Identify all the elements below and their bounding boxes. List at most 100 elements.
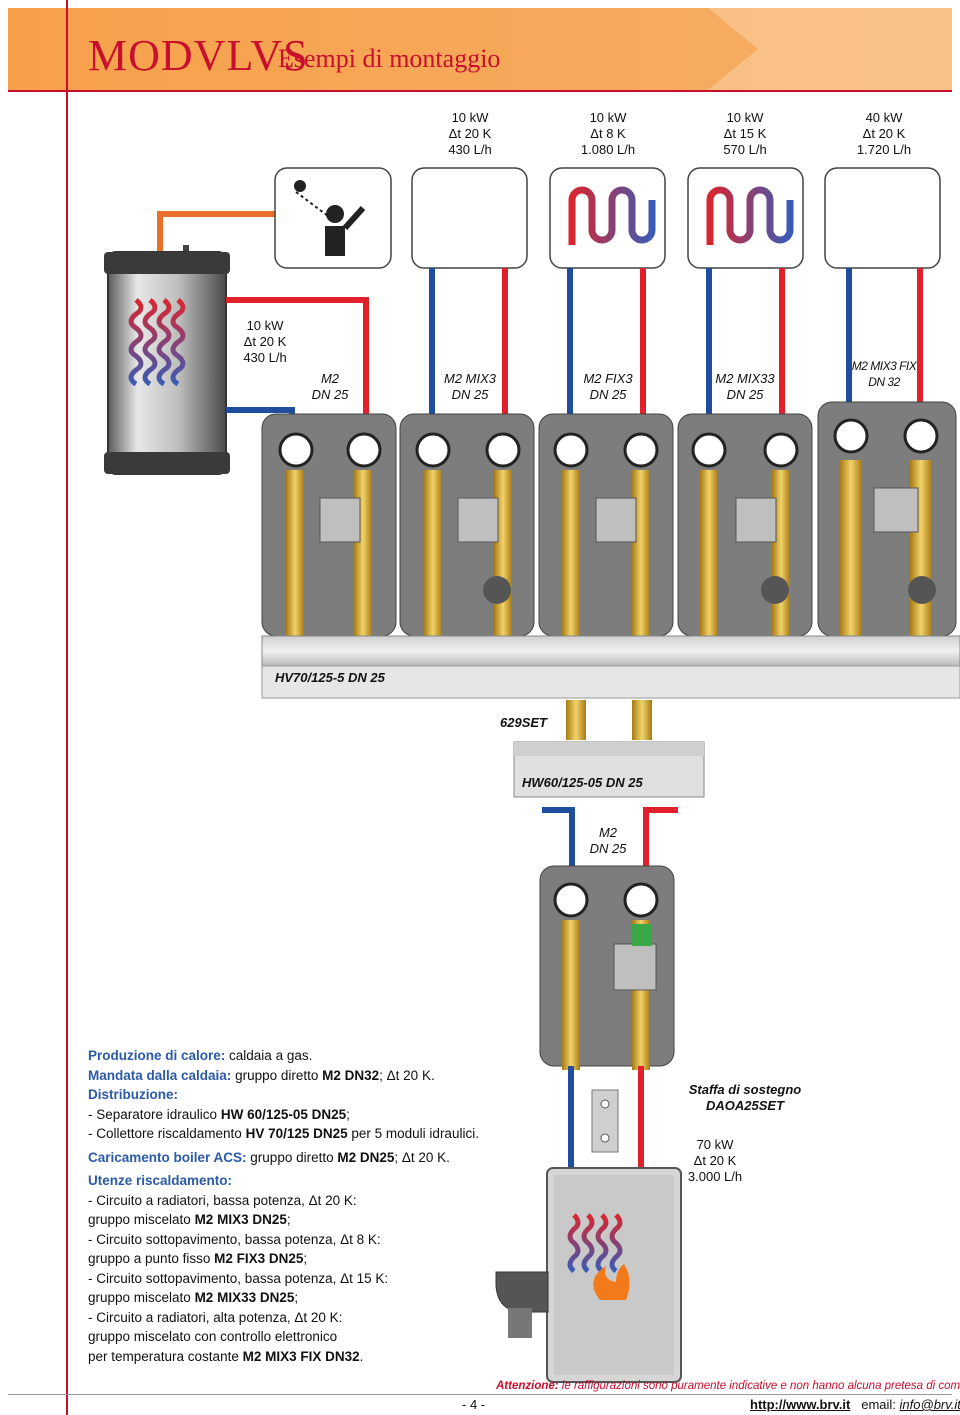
left-accent-line — [66, 0, 68, 1415]
description-block: Produzione di calore: caldaia a gas. Man… — [88, 1046, 508, 1366]
brand-title: MODVLVS — [88, 31, 309, 80]
distr-2b: HV 70/125 DN25 — [245, 1126, 348, 1141]
boiler-model: M2 — [320, 371, 340, 386]
car-bold: M2 DN25 — [337, 1149, 395, 1165]
circuit-4-model-label: M2 MIX3 FIX DN 32 — [844, 358, 924, 390]
distr-2a: - Collettore riscaldamento — [88, 1126, 246, 1141]
circuit-3-flow: 570 L/h — [723, 142, 767, 157]
main-group-model: M2 — [598, 825, 618, 840]
circuit-2-model: M2 FIX3 — [583, 371, 633, 386]
circuit-3-dn: DN 25 — [726, 387, 764, 402]
prod-label: Produzione di calore: — [88, 1048, 226, 1063]
car-text2: ; Δt 20 K. — [394, 1149, 450, 1165]
circuit-4-power: 40 kW — [865, 110, 903, 125]
circuit-4-model: M2 MIX3 FIX — [851, 359, 917, 373]
emitter-box-2 — [549, 167, 666, 269]
boiler-circuit-delta: Δt 20 K — [243, 334, 287, 349]
ut-6a: gruppo miscelato — [88, 1290, 195, 1305]
distr-1b: HW 60/125-05 DN25 — [220, 1106, 347, 1122]
shower-box — [274, 167, 392, 269]
boiler-dn: DN 25 — [311, 387, 349, 402]
emitter-box-4 — [824, 167, 941, 269]
circuit-3-delta: Δt 15 K — [723, 126, 767, 141]
manifold-rail — [261, 635, 960, 699]
support-bracket — [591, 1089, 619, 1153]
ut-2c: ; — [286, 1212, 291, 1227]
car-text1: gruppo diretto — [246, 1149, 338, 1165]
emitter-box-1 — [411, 167, 528, 269]
circuit-1-flow: 430 L/h — [448, 142, 492, 157]
emitter-box-3 — [687, 167, 804, 269]
separator-label: HW60/125-05 DN 25 — [522, 775, 643, 790]
header-band — [8, 8, 952, 90]
source-spec: 70 kW Δt 20 K 3.000 L/h — [680, 1137, 750, 1185]
ut-1: - Circuito a radiatori, bassa potenza, Δ… — [88, 1192, 357, 1208]
distr-1a: - Separatore idraulico — [88, 1106, 221, 1122]
circuit-2-flow: 1.080 L/h — [580, 142, 636, 157]
bracket-label: Staffa di sostegno DAOA25SET — [680, 1082, 810, 1114]
set-label: 629SET — [500, 715, 547, 730]
ut-9c: . — [359, 1348, 364, 1364]
mand-label: Mandata dalla caldaia: — [88, 1067, 232, 1083]
ut-label: Utenze riscaldamento: — [88, 1173, 233, 1188]
distr-label: Distribuzione: — [88, 1087, 178, 1102]
circuit-2-dn: DN 25 — [589, 387, 627, 402]
circuit-1-power: 10 kW — [451, 110, 489, 125]
pump-groups-row — [261, 401, 957, 637]
circuit-1-dn: DN 25 — [451, 387, 489, 402]
mand-text2: ; Δt 20 K. — [379, 1067, 435, 1083]
footer-note-text: le raffigurazioni sono puramente indicat… — [561, 1380, 960, 1392]
circuit-3-spec: 10 kW Δt 15 K 570 L/h — [705, 110, 785, 158]
circuit-3-power: 10 kW — [726, 110, 764, 125]
distr-2c: per 5 moduli idraulici. — [347, 1126, 479, 1141]
ut-2b: M2 MIX3 DN25 — [194, 1212, 287, 1227]
footer-links: http://www.brv.it email: info@brv.it — [750, 1397, 960, 1412]
ut-6b: M2 MIX33 DN25 — [194, 1290, 295, 1305]
mand-text1: gruppo diretto — [231, 1067, 323, 1083]
circuit-2-delta: Δt 8 K — [590, 126, 626, 141]
ut-9b: M2 MIX3 FIX DN32 — [242, 1348, 360, 1364]
circuit-1-model-label: M2 MIX3 DN 25 — [430, 371, 510, 403]
bracket-line2: DAOA25SET — [705, 1098, 785, 1113]
ut-8: gruppo miscelato con controllo elettroni… — [88, 1329, 338, 1344]
distr-1c: ; — [346, 1106, 350, 1122]
ut-3: - Circuito sottopavimento, bassa potenza… — [88, 1231, 381, 1247]
circuit-2-model-label: M2 FIX3 DN 25 — [568, 371, 648, 403]
prod-text: caldaia a gas. — [225, 1048, 313, 1063]
circuit-4-delta: Δt 20 K — [862, 126, 906, 141]
footer-note-label: Attenzione: — [496, 1380, 559, 1392]
ut-4a: gruppo a punto fisso — [88, 1251, 215, 1266]
bracket-line1: Staffa di sostegno — [688, 1082, 802, 1097]
footer-divider — [8, 1394, 952, 1395]
ut-2a: gruppo miscelato — [88, 1212, 195, 1227]
source-delta: Δt 20 K — [693, 1153, 737, 1168]
email-link[interactable]: info@brv.it — [899, 1397, 960, 1412]
main-group-label: M2 DN 25 — [578, 825, 638, 857]
boiler-circuit-spec: 10 kW Δt 20 K 430 L/h — [230, 318, 300, 366]
main-group-dn: DN 25 — [589, 841, 627, 856]
ut-4c: ; — [303, 1251, 308, 1266]
page-title: Esempi di montaggio — [278, 44, 501, 73]
source-power: 70 kW — [696, 1137, 734, 1152]
manifold-label: HV70/125-5 DN 25 — [275, 670, 385, 685]
boiler-circuit-power: 10 kW — [246, 318, 284, 333]
circuit-3-model-label: M2 MIX33 DN 25 — [705, 371, 785, 403]
website-link[interactable]: http://www.brv.it — [750, 1397, 851, 1412]
circuit-4-spec: 40 kW Δt 20 K 1.720 L/h — [844, 110, 924, 158]
ut-9a: per temperatura costante — [88, 1348, 243, 1364]
ut-4b: M2 FIX3 DN25 — [214, 1251, 304, 1266]
circuit-1-spec: 10 kW Δt 20 K 430 L/h — [430, 110, 510, 158]
circuit-4-dn: DN 32 — [868, 375, 900, 389]
boiler-model-label: M2 DN 25 — [300, 371, 360, 403]
header-underline — [8, 90, 952, 92]
circuit-4-flow: 1.720 L/h — [856, 142, 912, 157]
boiler-circuit-flow: 430 L/h — [243, 350, 287, 365]
circuit-1-delta: Δt 20 K — [448, 126, 492, 141]
circuit-3-model: M2 MIX33 — [715, 371, 775, 386]
page-number: - 4 - — [462, 1397, 486, 1412]
circuit-1-model: M2 MIX3 — [443, 371, 496, 386]
circuit-2-spec: 10 kW Δt 8 K 1.080 L/h — [568, 110, 648, 158]
mand-bold: M2 DN32 — [322, 1067, 380, 1083]
email-label: email: — [861, 1397, 896, 1412]
